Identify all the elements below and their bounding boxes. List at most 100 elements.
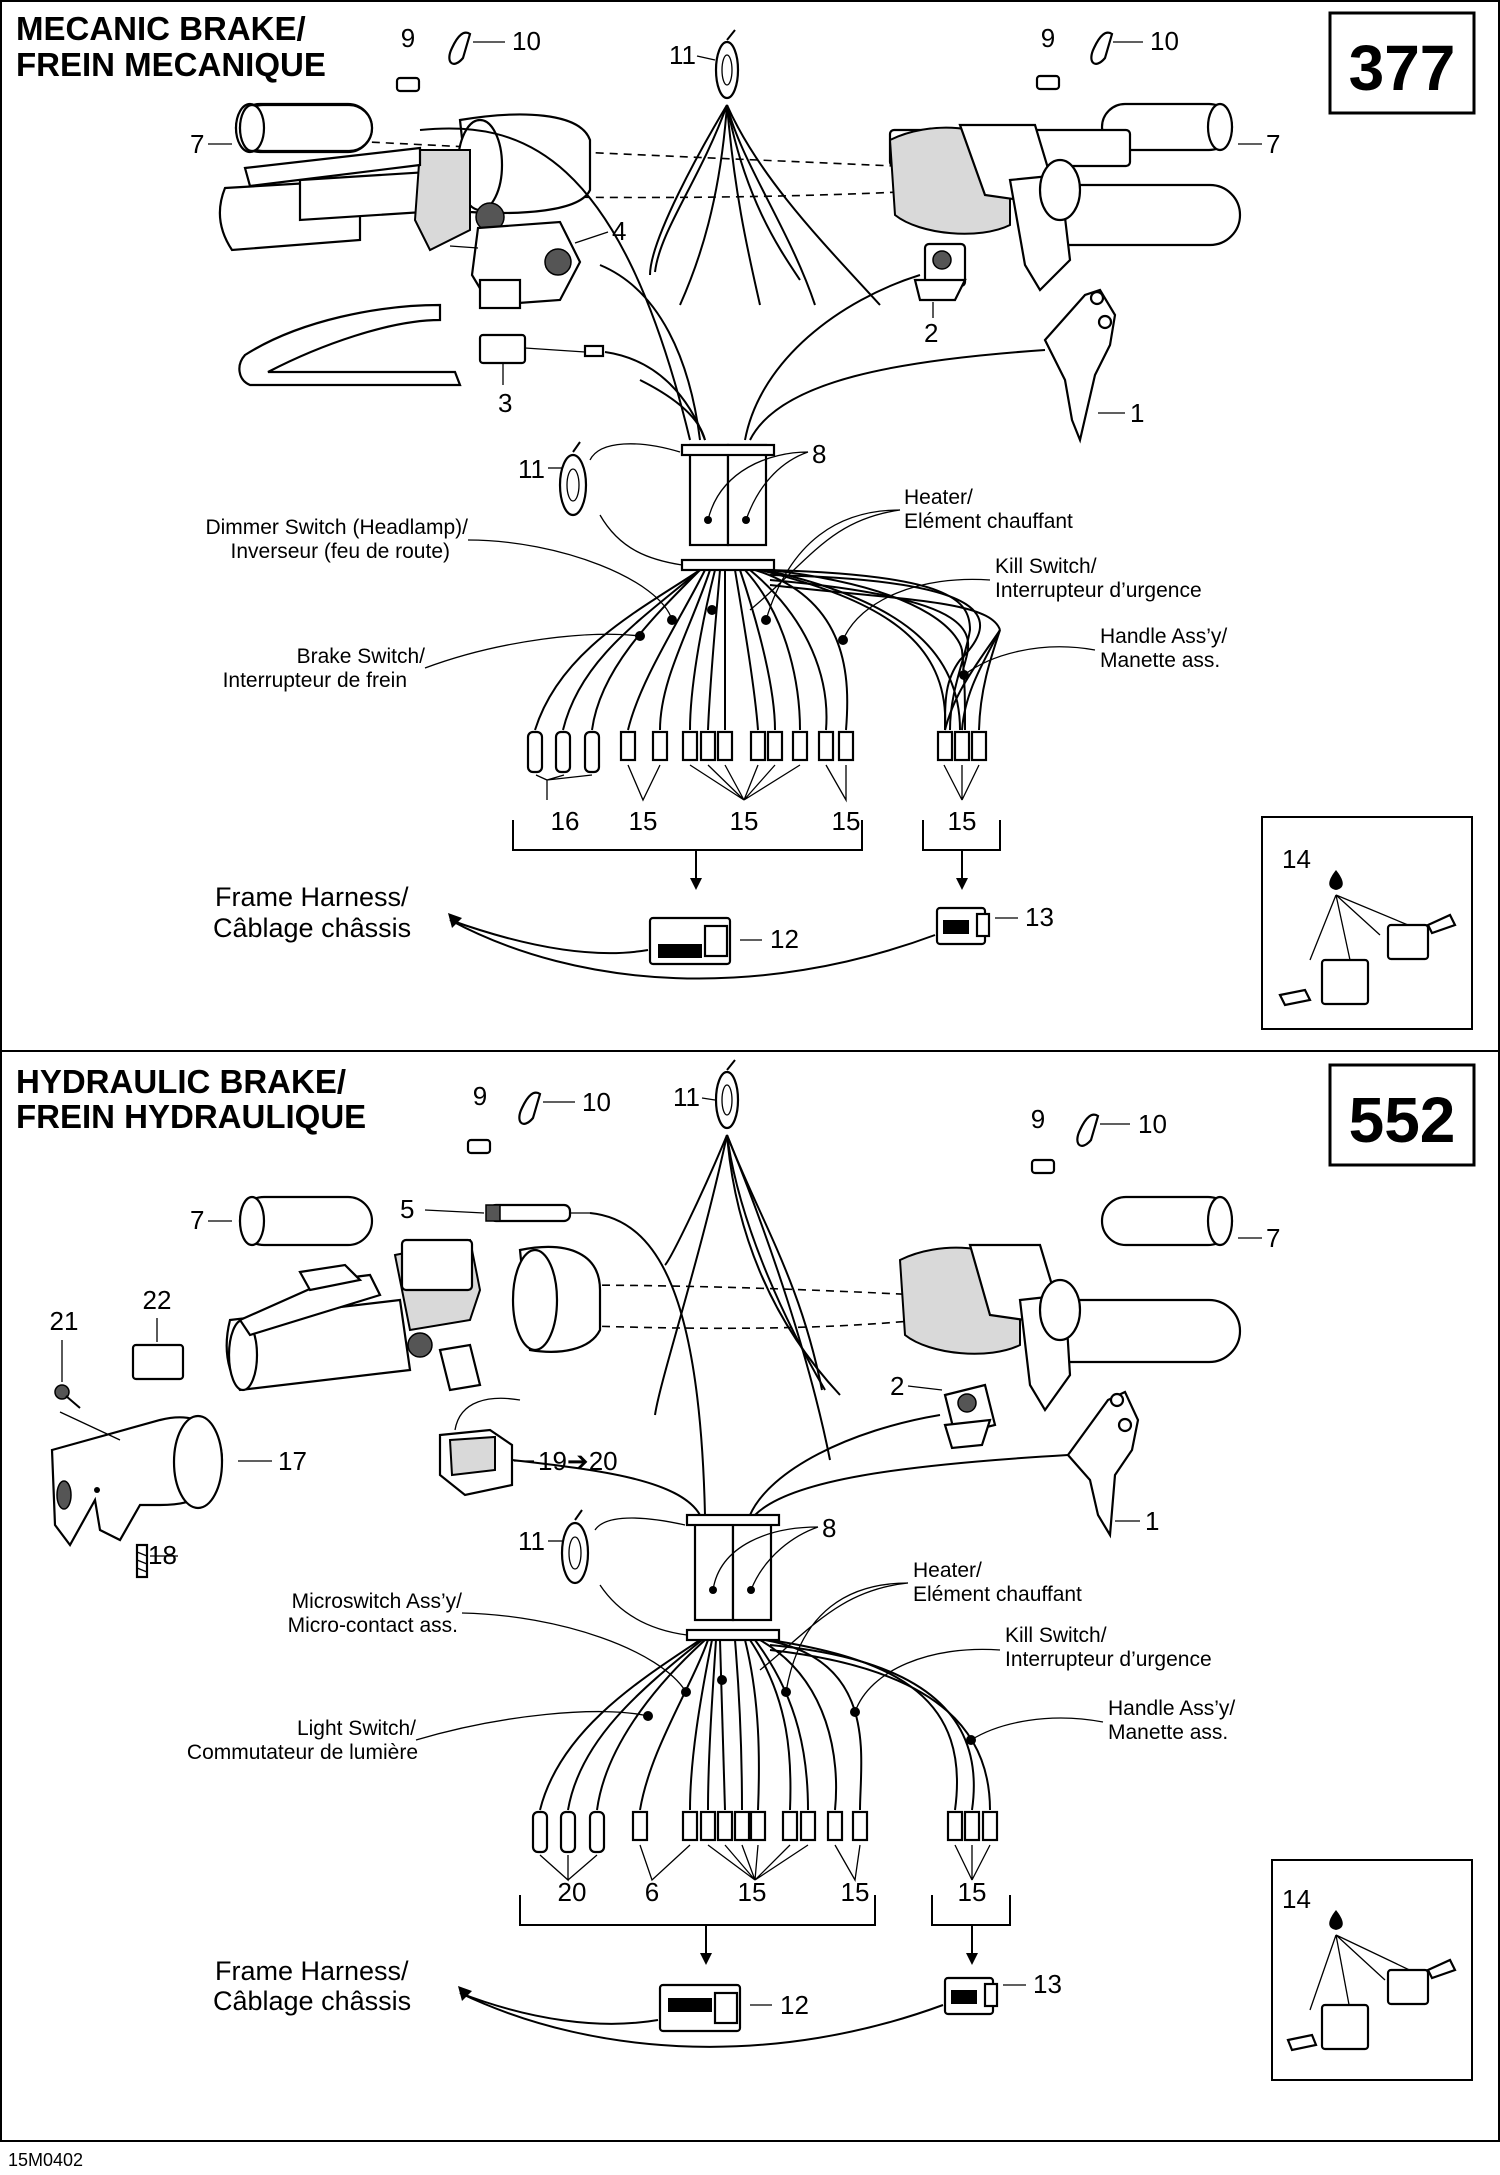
- top-callout-9a: 9: [401, 23, 415, 53]
- section-hydraulic-brake: HYDRAULIC BRAKE/ FREIN HYDRAULIQUE 552: [16, 1059, 1476, 2081]
- part-21-screw: [54, 1384, 81, 1409]
- harness-top: [419, 127, 1046, 731]
- part-2-kill-switch: [913, 242, 967, 302]
- bottom-callout-14: 14: [1282, 1884, 1311, 1914]
- bottom-label-light-1: Light Switch/: [297, 1717, 416, 1740]
- bottom-label-micro-2: Micro-contact ass.: [288, 1614, 458, 1637]
- top-callout-14: 14: [1282, 844, 1311, 874]
- grip-right: [1100, 102, 1234, 152]
- top-label-dimmer-2: Inverseur (feu de route): [231, 540, 450, 563]
- top-callout-15a: 15: [629, 806, 658, 836]
- pointers-bottom: [519, 1844, 1011, 1965]
- grip-left-bottom: [238, 1195, 374, 1247]
- bottom-callout-8: 8: [822, 1513, 836, 1543]
- part-9-spacer: [395, 76, 421, 93]
- bottom-label-heater-2: Elément chauffant: [913, 1583, 1082, 1606]
- top-callout-1: 1: [1130, 398, 1144, 428]
- bottom-callout-15a: 15: [738, 1877, 767, 1907]
- bottom-callout-20: 20: [558, 1877, 587, 1907]
- bottom-label-light-2: Commutateur de lumière: [187, 1741, 418, 1764]
- inset-14-top: [1261, 816, 1473, 1030]
- bottom-label-handle-2: Manette ass.: [1108, 1721, 1228, 1744]
- top-callout-4: 4: [612, 216, 626, 246]
- bottom-title-line1: HYDRAULIC BRAKE/: [16, 1063, 346, 1100]
- top-callout-2: 2: [924, 318, 938, 348]
- bottom-label-heater-1: Heater/: [913, 1559, 982, 1582]
- top-number: 377: [1349, 32, 1456, 104]
- grip-right-bottom: [1100, 1195, 1234, 1247]
- top-callout-7a: 7: [190, 129, 204, 159]
- bottom-callout-9a: 9: [473, 1081, 487, 1111]
- top-callout-13: 13: [1025, 902, 1054, 932]
- part-5-sensor: [485, 1203, 590, 1223]
- tie-11-mid: [558, 441, 588, 517]
- top-title-line1: MECANIC BRAKE/: [16, 10, 306, 47]
- top-callout-15b: 15: [730, 806, 759, 836]
- bottom-label-frame-1: Frame Harness/: [215, 1956, 409, 1986]
- part-4-dimmer-switch: [449, 220, 582, 310]
- part-19-switch: [438, 1397, 521, 1497]
- bottom-title-line2: FREIN HYDRAULIQUE: [16, 1098, 366, 1135]
- left-master-cylinder: [225, 1238, 602, 1392]
- top-label-handle-2: Manette ass.: [1100, 649, 1220, 672]
- right-throttle-housing: [888, 123, 1242, 292]
- part-12-connector-bottom: [658, 1983, 742, 2033]
- right-throttle-housing-bottom: [898, 1243, 1242, 1413]
- bottom-callout-15b: 15: [841, 1877, 870, 1907]
- bottom-callout-11b: 11: [518, 1526, 545, 1556]
- part-1-lever-bottom: [1066, 1390, 1140, 1539]
- bottom-callout-17: 17: [278, 1446, 307, 1476]
- bottom-callout-12: 12: [780, 1990, 809, 2020]
- top-label-frame-1: Frame Harness/: [215, 882, 409, 912]
- top-number-box: [1328, 11, 1476, 115]
- bottom-callout-1: 1: [1145, 1506, 1159, 1536]
- top-label-heater-2: Elément chauffant: [904, 510, 1073, 533]
- bottom-number: 552: [1349, 1084, 1456, 1156]
- top-label-dimmer-1: Dimmer Switch (Headlamp)/: [205, 516, 468, 539]
- part-13-connector: [935, 906, 991, 946]
- top-label-frame-2: Câblage châssis: [213, 913, 411, 943]
- top-callout-11b: 11: [518, 454, 545, 484]
- bottom-label-micro-1: Microswitch Ass’y/: [292, 1590, 463, 1613]
- top-callout-16: 16: [551, 806, 580, 836]
- top-label-handle-1: Handle Ass’y/: [1100, 625, 1227, 648]
- top-callout-15d: 15: [948, 806, 977, 836]
- part-13-connector-bottom: [943, 1976, 999, 2016]
- part-12-connector: [648, 916, 732, 966]
- tie-11-top-bottom: [714, 1059, 740, 1130]
- bottom-callout-5: 5: [400, 1194, 414, 1224]
- bottom-callout-7b: 7: [1266, 1223, 1280, 1253]
- bottom-label-kill-2: Interrupteur d’urgence: [1005, 1648, 1212, 1671]
- pointers-top: [512, 764, 1001, 890]
- tie-11-top: [714, 29, 740, 100]
- bottom-number-box: [1328, 1063, 1476, 1167]
- top-callout-8: 8: [812, 439, 826, 469]
- part-22-label: [131, 1343, 185, 1381]
- bottom-callout-15c: 15: [958, 1877, 987, 1907]
- part-17-handguard: [50, 1411, 224, 1579]
- footer-code: 15M0402: [8, 2150, 83, 2170]
- bottom-callout-18: 18: [148, 1540, 177, 1570]
- inset-14-bottom: [1271, 1859, 1473, 2081]
- bottom-callout-10a: 10: [582, 1087, 611, 1117]
- top-label-brake-2: Interrupteur de frein: [223, 669, 407, 692]
- bottom-callout-19: 19➔20: [538, 1446, 618, 1476]
- bottom-callout-2: 2: [890, 1371, 904, 1401]
- tie-11-mid-bottom: [560, 1509, 590, 1585]
- bottom-callout-11a: 11: [673, 1082, 700, 1112]
- part-2-kill-switch-bottom: [943, 1383, 997, 1450]
- top-callout-10b: 10: [1150, 26, 1179, 56]
- bottom-callout-13: 13: [1033, 1969, 1062, 1999]
- bottom-callout-21: 21: [50, 1306, 79, 1336]
- brake-cable-bracket: [238, 303, 462, 387]
- top-callout-12: 12: [770, 924, 799, 954]
- part-3-brake-switch: [478, 333, 605, 385]
- top-label-heater-1: Heater/: [904, 486, 973, 509]
- bottom-callout-22: 22: [143, 1285, 172, 1315]
- bottom-callout-10b: 10: [1138, 1109, 1167, 1139]
- top-callout-9b: 9: [1041, 23, 1055, 53]
- bottom-callout-9b: 9: [1031, 1104, 1045, 1134]
- top-label-kill-1: Kill Switch/: [995, 555, 1097, 578]
- bottom-label-kill-1: Kill Switch/: [1005, 1624, 1107, 1647]
